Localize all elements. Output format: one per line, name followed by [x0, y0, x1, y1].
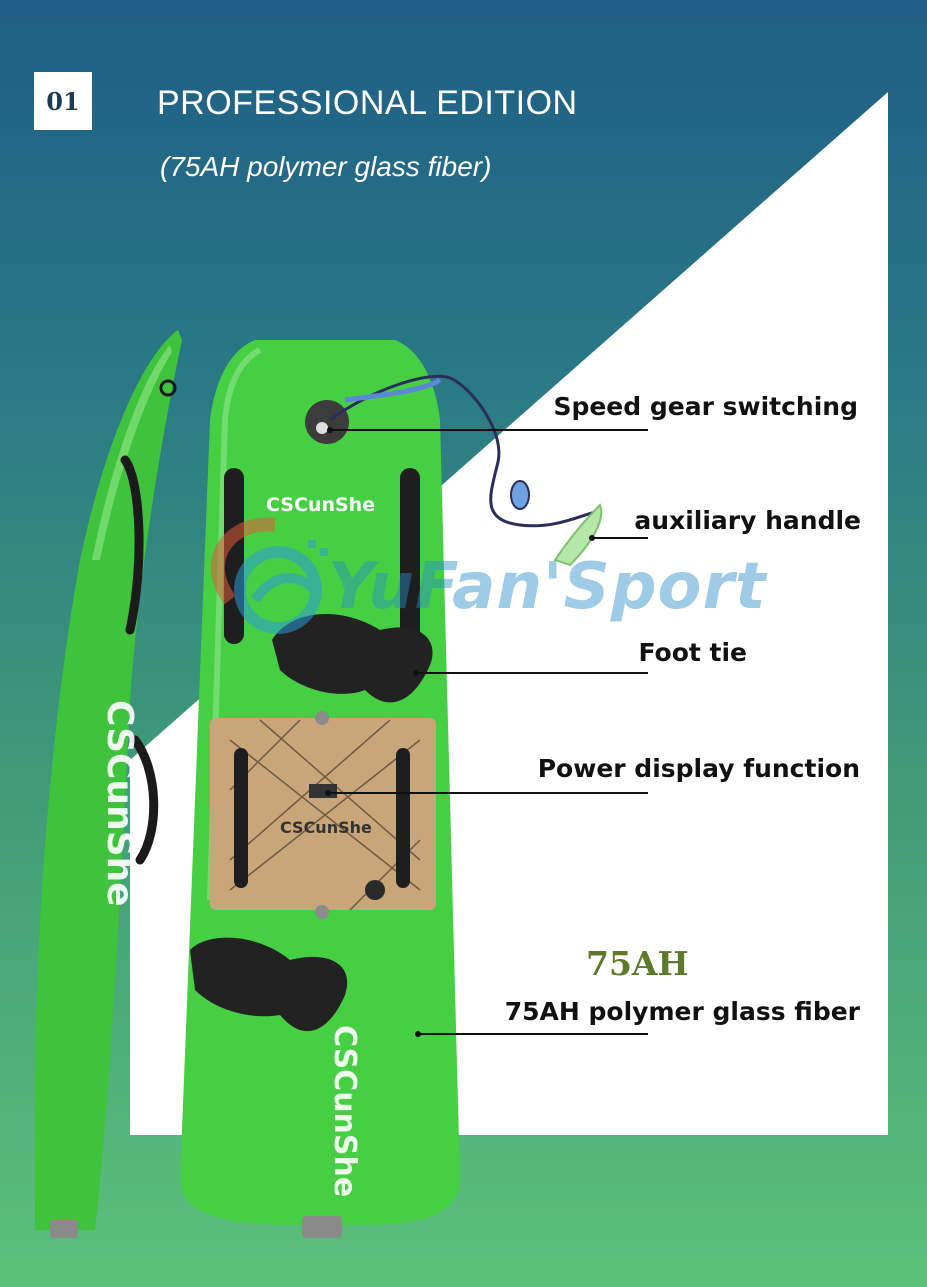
callout-foot-tie: Foot tie	[638, 638, 747, 667]
section-number-badge: 01	[34, 72, 92, 130]
grip-strip-right	[400, 468, 420, 644]
page-subtitle: (75AH polymer glass fiber)	[160, 151, 492, 182]
board-brand-tail: CSCunShe	[327, 1025, 362, 1198]
board-brand-top: CSCunShe	[266, 494, 376, 516]
page-title: PROFESSIONAL EDITION	[157, 84, 578, 122]
side-handle-top	[120, 455, 144, 635]
speed-switch	[305, 400, 349, 444]
side-nozzle	[50, 1220, 78, 1238]
foot-tie-bottom	[190, 937, 348, 1032]
watermark-logo-icon	[211, 517, 328, 634]
deck-brand: CSCunShe	[280, 818, 372, 837]
callout-auxiliary-handle: auxiliary handle	[634, 506, 861, 535]
auxiliary-handle	[553, 503, 603, 567]
callout-power-display: Power display function	[537, 754, 860, 783]
callout-speed-gear: Speed gear switching	[553, 392, 858, 421]
side-board-brand: CSCunShe	[99, 700, 140, 907]
jet-nozzle	[302, 1216, 342, 1238]
side-handle-bottom	[130, 735, 159, 865]
callout-glass-fiber: 75AH polymer glass fiber	[504, 997, 860, 1026]
grip-strip-left	[224, 468, 244, 644]
power-display	[309, 784, 337, 798]
side-board-shape	[35, 330, 182, 1230]
foot-tie-top	[272, 613, 433, 703]
watermark-text: YuFan'Sport	[328, 550, 767, 624]
battery-capacity-label: 75AH	[586, 944, 689, 983]
